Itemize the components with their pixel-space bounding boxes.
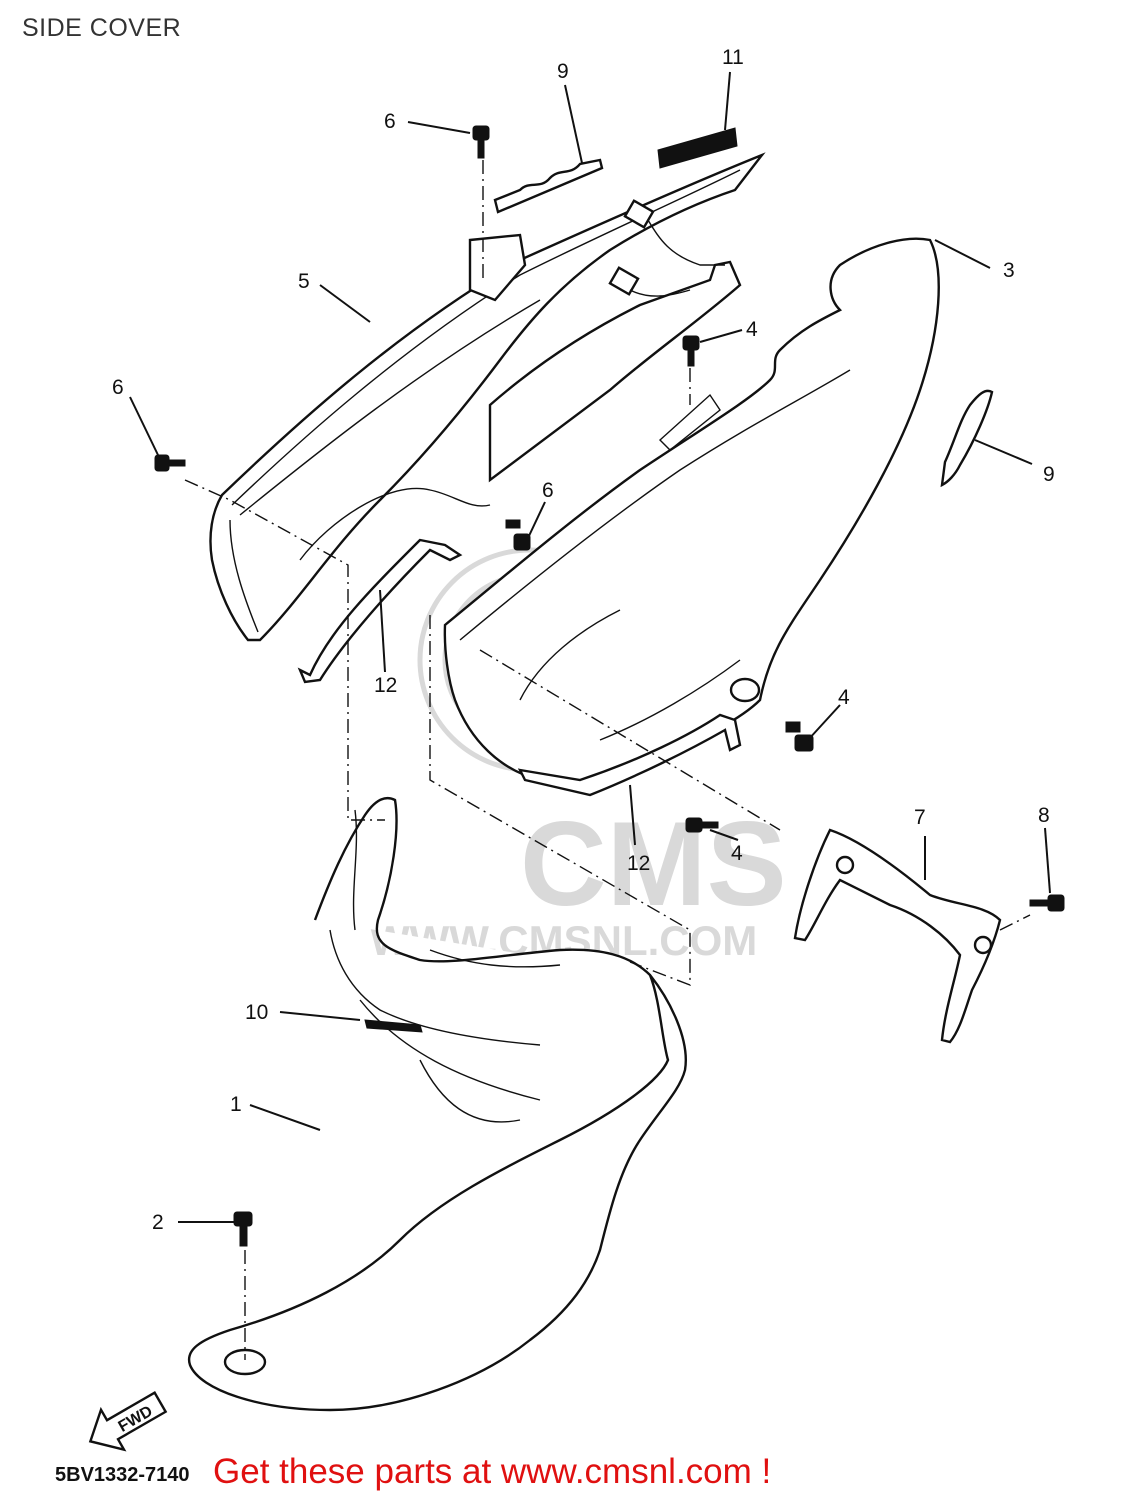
screw-6-left xyxy=(154,454,186,472)
promo-link-text[interactable]: Get these parts at www.cmsnl.com ! xyxy=(213,1452,772,1491)
part-11-label xyxy=(657,127,738,169)
callout-5: 5 xyxy=(298,270,310,293)
callout-2: 2 xyxy=(152,1211,164,1234)
callout-9-top: 9 xyxy=(557,60,569,83)
part-9-damper-right xyxy=(940,389,994,488)
callout-4-upper: 4 xyxy=(746,318,758,341)
callout-4-right: 4 xyxy=(838,686,850,709)
part-5-upper-cover xyxy=(209,152,766,642)
leader-lines xyxy=(129,71,1051,1223)
callout-8: 8 xyxy=(1038,804,1050,827)
screw-6-middle xyxy=(505,519,531,551)
screw-6-top xyxy=(472,125,490,159)
callout-11: 11 xyxy=(722,46,744,69)
page-title: SIDE COVER xyxy=(22,14,182,42)
wire-connectors xyxy=(608,199,725,297)
callout-12-left: 12 xyxy=(374,674,397,697)
callout-7: 7 xyxy=(914,806,926,829)
screw-4-lower xyxy=(685,817,719,833)
diagram-code: 5BV1332-7140 xyxy=(55,1464,190,1486)
part-1-lower-cover xyxy=(187,796,687,1412)
callout-1: 1 xyxy=(230,1093,242,1116)
callout-numbers: 11 9 6 5 3 4 6 9 6 12 4 12 4 7 8 10 1 2 xyxy=(112,46,1055,1234)
callout-3: 3 xyxy=(1003,259,1015,282)
screws xyxy=(154,125,1065,1247)
callout-10: 10 xyxy=(245,1001,268,1024)
callout-12-right: 12 xyxy=(627,852,650,875)
screw-4-right xyxy=(785,721,814,752)
part-12-rod-left xyxy=(297,538,463,684)
screw-4-upper xyxy=(682,335,700,367)
callout-6-left: 6 xyxy=(112,376,124,399)
callout-4-lower: 4 xyxy=(731,842,743,865)
fwd-arrow: FWD xyxy=(88,1391,168,1452)
part-7-bracket xyxy=(793,828,1002,1044)
watermark-cms-text: CMS xyxy=(520,797,787,931)
alignment-lines xyxy=(184,160,1031,1360)
callout-6-top: 6 xyxy=(384,110,396,133)
part-10-clip xyxy=(364,1019,423,1033)
callout-6-middle: 6 xyxy=(542,479,554,502)
screw-2 xyxy=(233,1211,253,1247)
part-12-rod-right xyxy=(517,713,742,797)
screw-8 xyxy=(1029,894,1065,912)
callout-9-right: 9 xyxy=(1043,463,1055,486)
part-9-damper-top xyxy=(493,158,604,214)
